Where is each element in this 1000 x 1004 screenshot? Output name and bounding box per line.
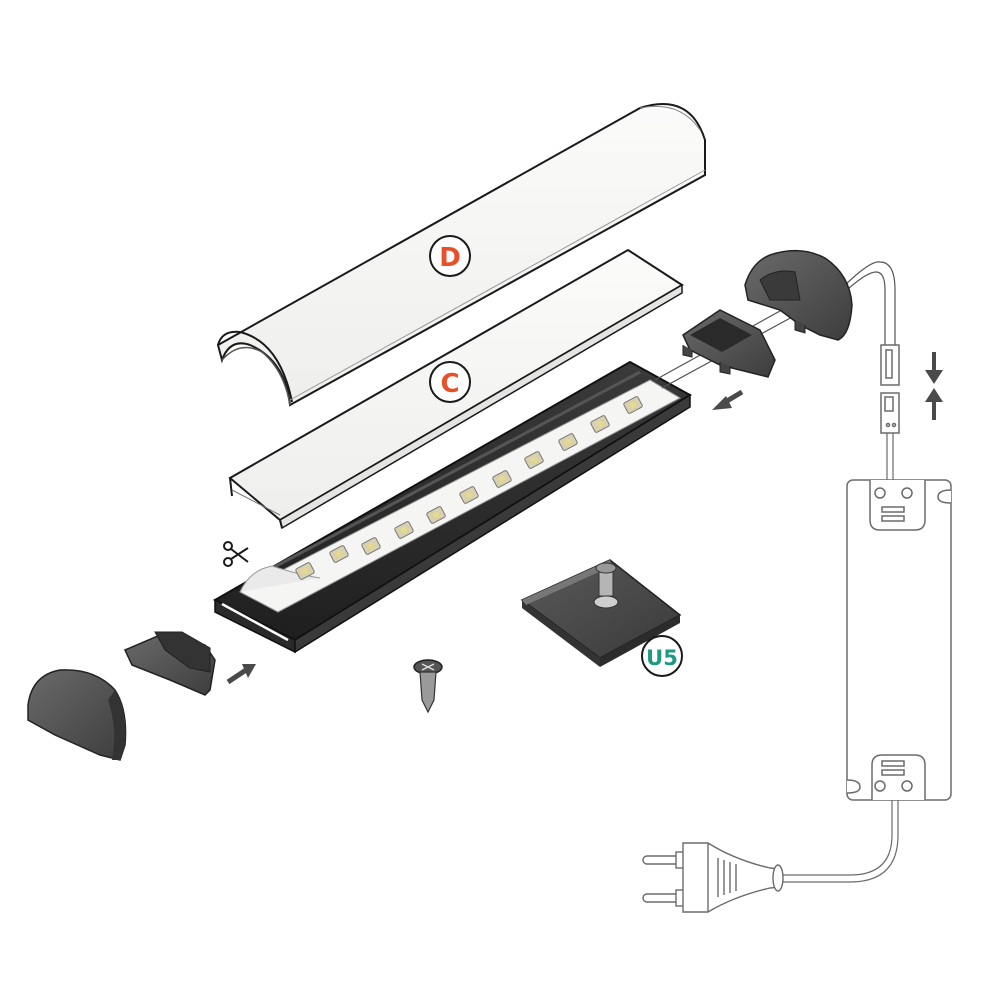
end-plug-right — [682, 309, 776, 378]
label-d: D — [439, 243, 461, 273]
mains-plug — [642, 842, 784, 913]
label-u5-badge: U5 — [641, 635, 683, 677]
scissors-icon — [223, 541, 249, 567]
mains-cable — [780, 800, 899, 883]
power-supply — [846, 479, 952, 801]
arrow-right-plug-icon — [712, 389, 744, 410]
mounting-clip — [520, 559, 682, 667]
arrow-join-icon — [925, 352, 943, 420]
end-cap-left — [27, 669, 127, 761]
end-plug-left — [123, 631, 216, 696]
end-cap-right — [744, 249, 853, 341]
label-d-badge: D — [429, 235, 471, 277]
connector — [880, 344, 900, 434]
led-chips — [295, 396, 643, 580]
label-c: C — [440, 369, 459, 399]
wire-to-psu — [886, 433, 894, 482]
label-u5: U5 — [646, 646, 678, 670]
screw-icon — [413, 659, 443, 714]
arrow-left-plug-icon — [226, 664, 256, 685]
label-c-badge: C — [429, 361, 471, 403]
